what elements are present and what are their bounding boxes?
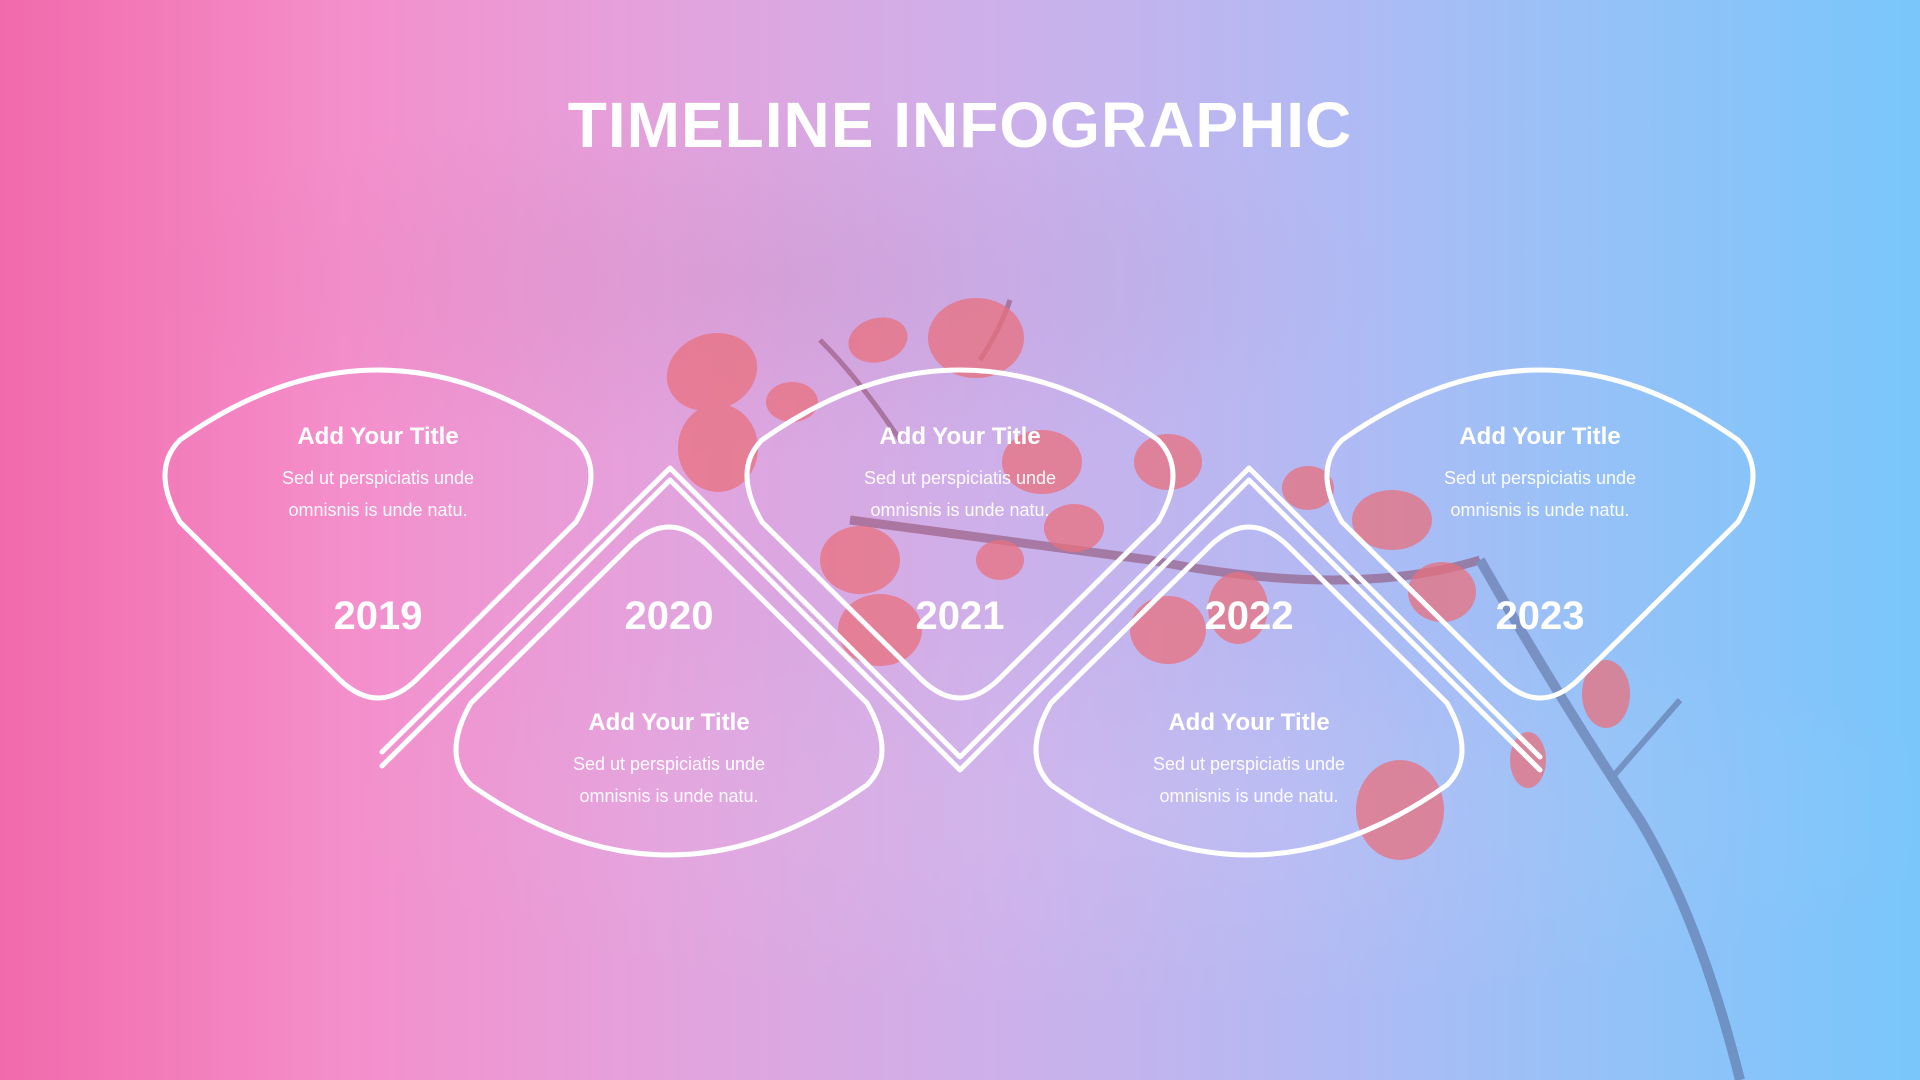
milestone-title: Add Your Title xyxy=(1459,423,1621,450)
milestone-description-line1: Sed ut perspiciatis unde xyxy=(1152,754,1346,774)
milestone-description-line1: Sed ut perspiciatis unde xyxy=(863,468,1057,488)
zigzag-line-outer xyxy=(379,465,1543,760)
milestone-title: Add Your Title xyxy=(879,423,1041,450)
milestone-description-line2: omnisnis is unde natu. xyxy=(870,500,1050,520)
milestone-title: Add Your Title xyxy=(588,709,750,736)
milestone-shape-2021 xyxy=(744,367,1176,701)
milestone-shape-2019 xyxy=(162,367,594,701)
milestone-year-2022: 2022 xyxy=(1204,594,1294,638)
milestone-shape-2023 xyxy=(1324,367,1756,701)
milestone-2023-text: Add Your Title Sed ut perspiciatis unde … xyxy=(1380,422,1700,526)
milestone-description-line2: omnisnis is unde natu. xyxy=(288,500,468,520)
milestone-shape-2022 xyxy=(1033,524,1465,858)
milestone-description-line2: omnisnis is unde natu. xyxy=(1450,500,1630,520)
milestone-year-2019: 2019 xyxy=(333,594,423,638)
milestone-description-line1: Sed ut perspiciatis unde xyxy=(1443,468,1637,488)
milestone-title: Add Your Title xyxy=(297,423,459,450)
milestone-2022-text: Add Your Title Sed ut perspiciatis unde … xyxy=(1089,708,1409,812)
milestone-shape-2020 xyxy=(453,524,885,858)
milestone-2021-text: Add Your Title Sed ut perspiciatis unde … xyxy=(800,422,1120,526)
milestone-description-line1: Sed ut perspiciatis unde xyxy=(572,754,766,774)
milestone-2019-text: Add Your Title Sed ut perspiciatis unde … xyxy=(218,422,538,526)
zigzag-line-inner xyxy=(379,477,1543,773)
milestone-year-2023: 2023 xyxy=(1495,594,1585,638)
milestone-description-line2: omnisnis is unde natu. xyxy=(579,786,759,806)
milestone-title: Add Your Title xyxy=(1168,709,1330,736)
milestone-year-2021: 2021 xyxy=(915,594,1005,638)
page-title: TIMELINE INFOGRAPHIC xyxy=(567,89,1353,161)
milestone-2020-text: Add Your Title Sed ut perspiciatis unde … xyxy=(509,708,829,812)
milestone-description-line1: Sed ut perspiciatis unde xyxy=(281,468,475,488)
milestone-year-2020: 2020 xyxy=(624,594,714,638)
milestone-description-line2: omnisnis is unde natu. xyxy=(1159,786,1339,806)
